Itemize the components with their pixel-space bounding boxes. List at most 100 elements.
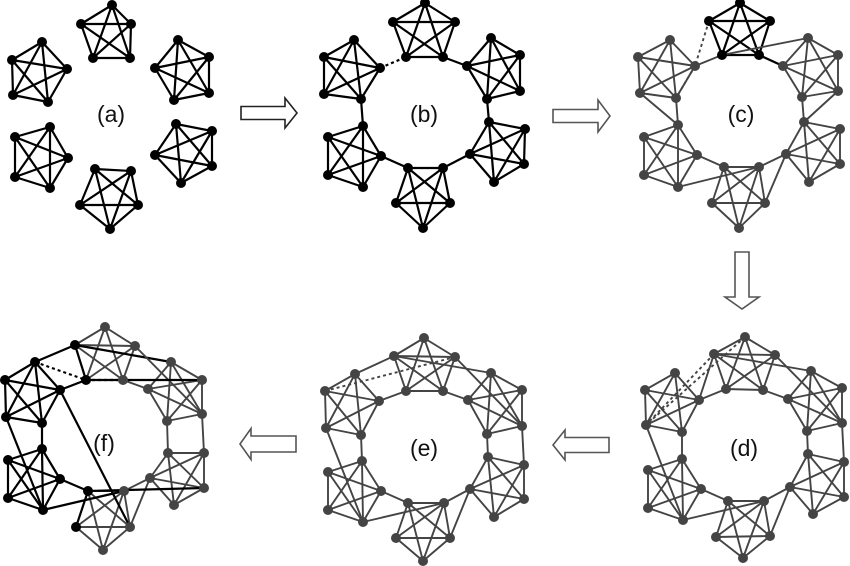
clique-edge [7,448,43,499]
clique-edge [405,337,425,392]
node [403,498,413,508]
clique-edge [469,488,525,500]
node [709,349,719,359]
clique-edge [14,126,51,178]
clique-edge [104,326,124,381]
clique-edge [486,89,521,101]
clique-edge [803,121,810,183]
ring-link [42,489,125,512]
clique-edge [75,490,125,528]
node [323,170,333,180]
clique-edge [758,166,766,204]
node [37,37,47,47]
rewired-link-dashed [645,353,715,426]
node [38,505,48,515]
clique-edge [490,372,523,427]
node [673,182,683,192]
node [419,333,429,343]
clique-edge [175,123,213,167]
node [55,474,65,484]
clique-edge [789,453,809,488]
node [323,132,333,142]
clique-edge [742,500,765,559]
nodes [7,0,217,234]
clique-edge [643,136,679,188]
clique-edge [393,355,456,358]
clique-edge [394,167,410,204]
clique-edge [327,124,364,139]
ring-link [442,153,471,169]
node [76,19,86,29]
node [98,545,108,555]
arrows-layer [239,95,762,463]
clique-edge [422,202,451,229]
clique-edge [681,458,684,521]
clique-edge [493,498,525,518]
clique-edge [466,65,488,100]
clique-edge [715,500,729,538]
clique-edge [4,361,36,381]
clique-edge [522,128,527,165]
clique-edge [727,500,771,537]
clique-edge [74,326,106,346]
clique-edge [170,361,203,381]
clique-edge [424,2,456,23]
clique-edge [423,337,444,392]
clique-edge [395,502,445,539]
node [759,496,769,506]
clique-edge [393,337,425,357]
ring-link [721,37,809,56]
node [391,533,401,543]
clique-edge [637,56,696,67]
node [173,35,183,45]
clique-edge [801,54,839,98]
clique-edge [645,424,683,433]
clique-edge [34,361,61,391]
clique-edge [644,389,700,401]
node [43,97,53,107]
node [391,198,401,208]
panel-label-b: (b) [410,101,438,127]
clique-edge [469,127,526,156]
node [484,117,494,127]
node [3,455,13,465]
clique-edge [173,487,205,506]
clique-edge [647,507,684,521]
node [199,483,209,493]
clique-edge [362,125,382,157]
clique-edge [73,344,88,381]
rewired-link-dashed [645,336,746,426]
clique-edge [466,53,521,68]
node [520,124,530,134]
clique-edge [647,458,683,471]
node [783,394,793,404]
clique-edge [674,372,683,433]
node [803,33,813,43]
clique-edge [407,502,451,539]
clique-edge [643,174,679,188]
node [10,132,20,142]
node [133,200,143,210]
clique-edge [325,427,362,436]
node [204,52,214,62]
arrow-b-to-c-icon [552,97,611,135]
clique-edge [75,526,104,551]
clique-edge [469,464,525,490]
clique-edge [643,136,698,156]
clique-edge [466,65,521,92]
clique-edge [493,464,525,518]
clique-edge [486,425,523,435]
ring-link [393,355,492,374]
clique-edge [360,400,380,436]
clique-edge [104,326,136,347]
node [166,357,176,367]
clique-edge [807,37,839,56]
node [119,486,129,496]
clique-edge [469,153,495,183]
clique-edge [713,336,746,355]
clique-edge [392,21,444,58]
node [640,385,650,395]
rewired-link-dashed [675,65,696,99]
node [462,61,472,71]
